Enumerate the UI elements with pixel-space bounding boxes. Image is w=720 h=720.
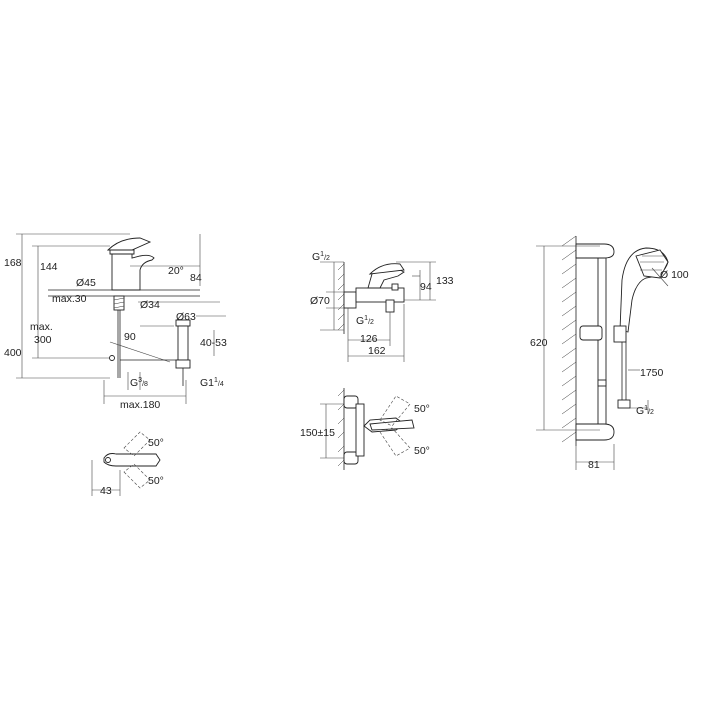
dim-40-53: 40-53 <box>200 337 227 349</box>
shower-dim-g12: G1/2 <box>636 405 654 417</box>
shower-dim-81: 81 <box>588 459 600 471</box>
dim-max300-line1: max. <box>30 321 53 333</box>
bath-angle-upper: 50° <box>414 403 430 415</box>
shower-dim-d100: Ø 100 <box>660 269 689 281</box>
basin-mixer-side-view: 168 144 20° 84 Ø45 max.30 Ø34 Ø63 90 max… <box>4 233 227 411</box>
dim-max180: max.180 <box>120 399 160 411</box>
dim-max300-line2: 300 <box>34 334 52 346</box>
basin-mixer-top-view: 50° 50° 43 <box>91 431 164 497</box>
top-angle-lower: 50° <box>148 475 164 487</box>
top-angle-upper: 50° <box>148 437 164 449</box>
dim-max30: max.30 <box>52 293 87 305</box>
dim-90: 90 <box>124 331 136 343</box>
bath-dim-94: 94 <box>420 281 432 293</box>
dim-d34: Ø34 <box>140 299 160 311</box>
bath-angle-lower: 50° <box>414 445 430 457</box>
dim-d63: Ø63 <box>176 311 196 323</box>
dim-g38: G3/8 <box>130 377 148 389</box>
bath-mixer-side-view: G1/2 133 94 Ø70 G1/2 126 162 <box>310 251 454 362</box>
dim-168: 168 <box>4 257 22 269</box>
dim-144: 144 <box>40 261 58 273</box>
dim-d45: Ø45 <box>76 277 96 289</box>
bath-dim-150: 150±15 <box>300 427 335 439</box>
dim-84: 84 <box>190 272 202 284</box>
bath-mixer-top-view: 150±15 50° 50° <box>300 388 430 470</box>
dim-400: 400 <box>4 347 22 359</box>
shower-dim-620: 620 <box>530 337 548 349</box>
shower-set-side-view: 620 Ø 100 1750 G1/2 81 <box>530 235 689 471</box>
bath-dim-g12b: G1/2 <box>356 315 374 327</box>
shower-dim-1750: 1750 <box>640 367 664 379</box>
bath-dim-162: 162 <box>368 345 386 357</box>
top-dim-43: 43 <box>100 485 112 497</box>
bath-dim-g12: G1/2 <box>312 251 330 263</box>
dim-g114: G11/4 <box>200 377 224 389</box>
bath-dim-d70: Ø70 <box>310 295 330 307</box>
bath-dim-126: 126 <box>360 333 378 345</box>
angle-20: 20° <box>168 265 184 277</box>
bath-dim-133: 133 <box>436 275 454 287</box>
